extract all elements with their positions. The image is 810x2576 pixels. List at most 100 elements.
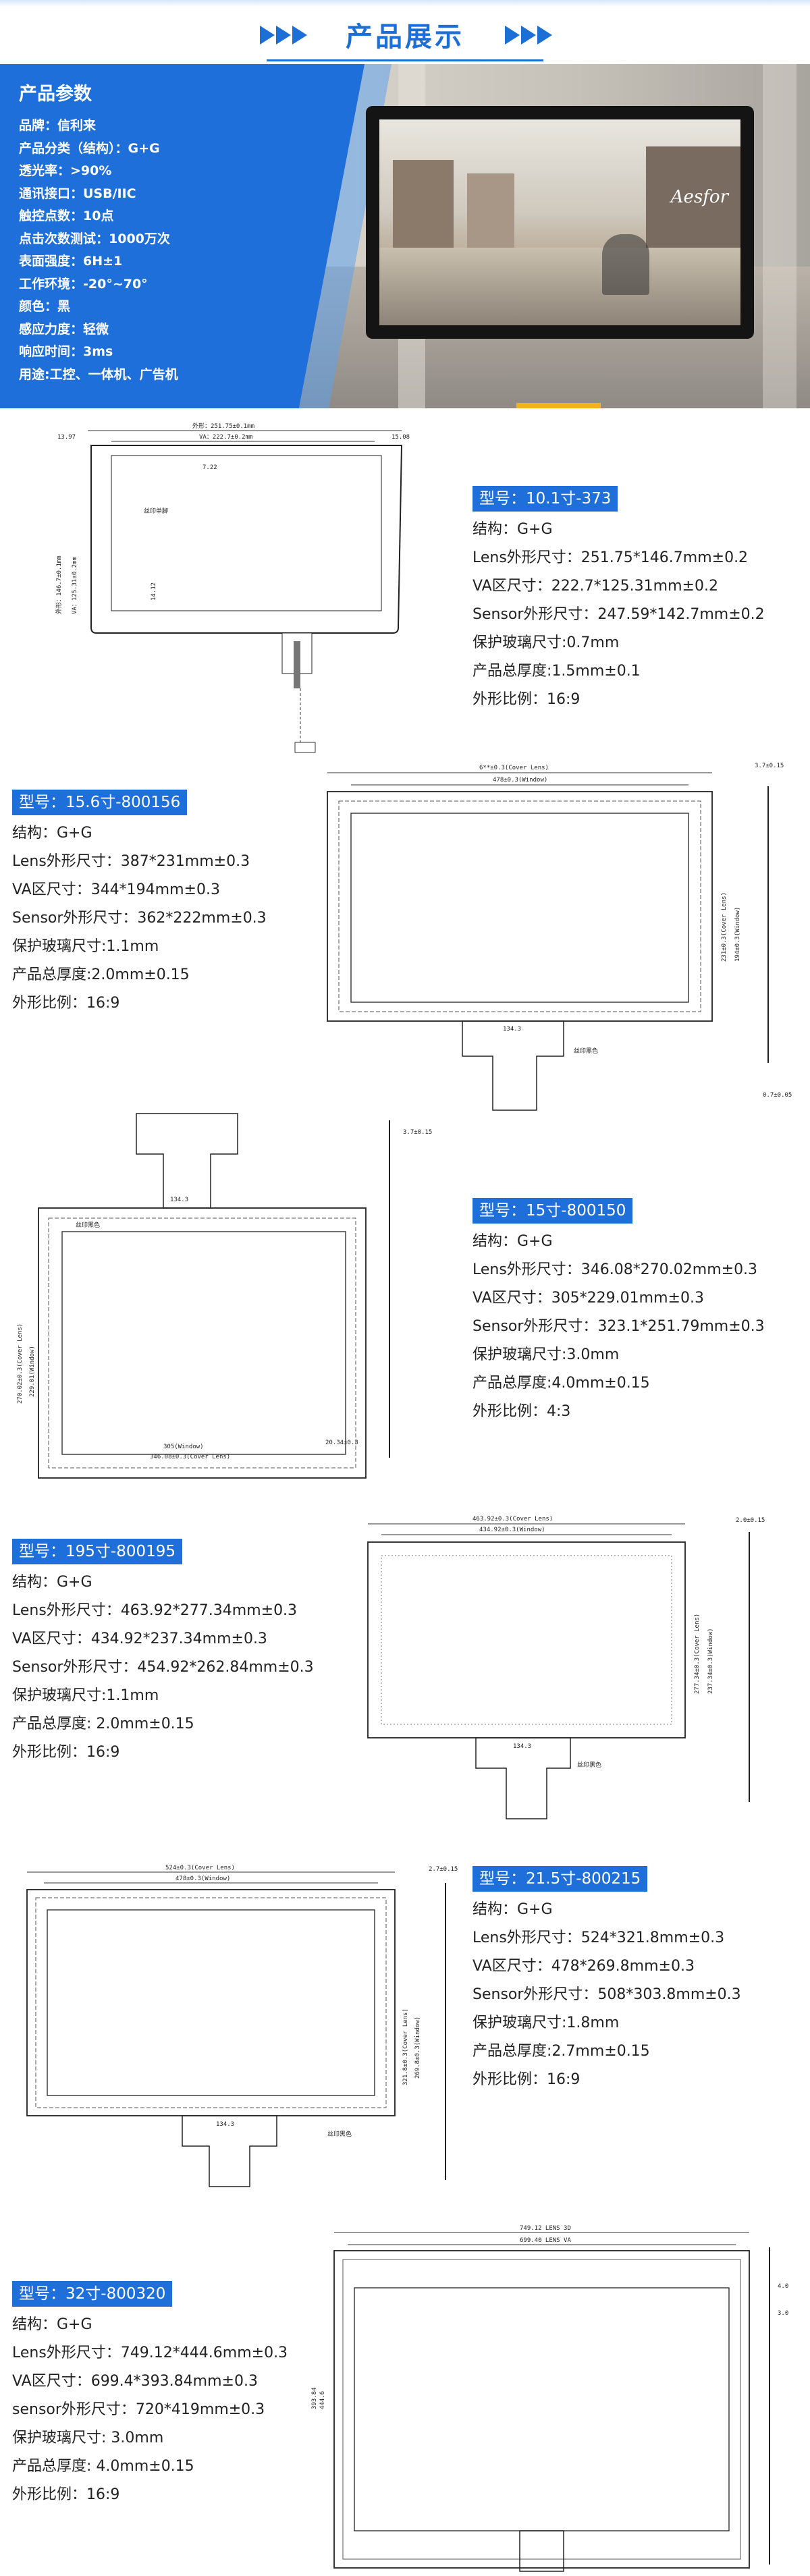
print-label: 丝印黑色 [574,1047,598,1055]
offset-label: 20.34±0.3 [325,1440,358,1446]
model-spec: 产品总厚度:4.0mm±0.15 [473,1375,650,1392]
dim-cover-width: 749.12 LENS 3D [520,2225,571,2232]
dim-outer-height: 外形：146.7±0.1mm [55,555,63,614]
spec-response: 响应时间：3ms [19,344,113,359]
spec-touch-points: 触控点数：10点 [19,209,114,223]
dim-window-width: 305(Window) [163,1444,204,1450]
model-spec: VA区尺寸：222.7*125.31mm±0.2 [473,578,718,595]
spec-structure: 产品分类（结构）：G+G [19,140,160,156]
page-header: 产品展示 [0,0,810,64]
model-10-1: 型号：10.1寸-373 结构：G+G Lens外形尺寸：251.75*146.… [473,486,765,714]
dim-va-width: VA：222.7±0.2mm [199,434,252,441]
dim-cover-height: 277.34±0.3(Cover Lens) [694,1614,701,1694]
model-32: 型号：32寸-800320 结构：G+G Lens外形尺寸：749.12*444… [12,2281,288,2509]
dim-window-width: 434.92±0.3(Window) [479,1527,545,1533]
dim-cover-width: 524±0.3(Cover Lens) [165,1865,235,1871]
model-spec: 结构：G+G [473,521,553,538]
spec-brand: 品牌：信利来 [19,118,97,133]
print-label: 丝印单脚 [144,507,168,515]
drawing-15: 134.3 丝印黑色 305(Window) 346.08±0.3(Cover … [8,1107,440,1485]
spec-title: 产品参数 [19,84,92,105]
model-spec: 外形比例：16:9 [12,1744,120,1761]
model-spec: Sensor外形尺寸：454.92*262.84mm±0.3 [12,1659,314,1676]
model-spec: 结构：G+G [12,825,92,842]
dim-window-height: 229.01(Window) [29,1346,36,1397]
dim-cover-width: 6**±0.3(Cover Lens) [479,765,549,771]
spec-hardness: 表面强度：6H±1 [19,254,123,269]
dim-cover-height: 321.8±0.3(Cover Lens) [402,2008,409,2085]
dim-window-width: 478±0.3(Window) [176,1875,230,1882]
model-spec: 外形比例：4:3 [473,1403,571,1420]
drawing-10-1: 外形：251.75±0.1mm VA：222.7±0.2mm 13.97 15.… [10,418,456,769]
dim-cover-width: 346.08±0.3(Cover Lens) [150,1454,230,1460]
tail-width: 134.3 [503,1026,521,1033]
model-spec: VA区尺寸：305*229.01mm±0.3 [473,1290,704,1307]
thickness-bottom: 3.0 [778,2310,788,2317]
model-spec: Sensor外形尺寸：362*222mm±0.3 [12,910,267,927]
model-spec: 外形比例：16:9 [12,995,120,1012]
model-spec: Lens外形尺寸：749.12*444.6mm±0.3 [12,2345,288,2361]
chevron-right-icon [505,26,552,45]
dim-window-height: 393.84 [311,2387,318,2409]
model-spec: Sensor外形尺寸：247.59*142.7mm±0.2 [473,606,765,623]
drawing-195: 463.92±0.3(Cover Lens) 434.92±0.3(Window… [344,1512,803,1836]
model-spec: 外形比例：16:9 [473,691,580,708]
chevron-left-icon [260,26,307,45]
model-tag: 型号：15寸-800150 [473,1198,633,1224]
thickness-top: 3.7±0.15 [403,1129,432,1136]
model-15-6: 型号：15.6寸-800156 结构：G+G Lens外形尺寸：387*231m… [12,790,267,1018]
model-tag: 型号：10.1寸-373 [473,486,618,512]
thickness-top: 2.0±0.15 [736,1517,765,1524]
model-15: 型号：15寸-800150 结构：G+G Lens外形尺寸：346.08*270… [473,1198,765,1426]
model-spec: 结构：G+G [473,1233,553,1250]
spec-force: 感应力度：轻微 [19,321,109,337]
drawing-32: 749.12 LENS 3D 699.40 LENS VA 444.6 393.… [297,2220,810,2575]
dim-cover-height: 270.02±0.3(Cover Lens) [17,1323,24,1404]
print-label: 丝印黑色 [327,2130,352,2138]
model-tag: 型号：15.6寸-800156 [12,790,188,815]
model-spec: 产品总厚度:1.5mm±0.1 [473,663,641,680]
title-underline [267,59,543,61]
tail-width: 134.3 [170,1197,188,1203]
model-spec: 产品总厚度:2.7mm±0.15 [473,2043,650,2060]
model-spec: 产品总厚度: 4.0mm±0.15 [12,2458,194,2475]
drawing-21-5: 524±0.3(Cover Lens) 478±0.3(Window) 321.… [10,1863,469,2193]
model-spec: 保护玻璃尺寸:3.0mm [473,1346,620,1363]
dim-window-width: 699.40 LENS VA [520,2237,571,2244]
dim-window-height: 194±0.3(Window) [734,907,741,962]
shoppers-image [602,234,649,295]
model-spec: 产品总厚度:2.0mm±0.15 [12,966,190,983]
model-spec: Lens外形尺寸：387*231mm±0.3 [12,853,250,870]
dim-window-height: 237.34±0.3(Window) [707,1628,714,1694]
model-spec: Lens外形尺寸：251.75*146.7mm±0.2 [473,549,749,566]
mall-floor [379,248,740,325]
tail-width: 134.3 [216,2121,234,2128]
model-spec: 保护玻璃尺寸:1.1mm [12,938,159,955]
model-spec: Lens外形尺寸：524*321.8mm±0.3 [473,1929,725,1946]
thickness-top: 3.7±0.15 [755,763,784,769]
mall-store [393,160,454,261]
banner-panel [0,64,364,408]
spec-usage: 用途:工控、一体机、广告机 [19,366,178,382]
fpc-cable [516,403,601,408]
print-label: 丝印黑色 [577,1761,601,1769]
model-spec: 结构：G+G [12,1574,92,1591]
model-spec: 结构：G+G [12,2316,92,2333]
dim-7-22: 7.22 [202,464,217,471]
dim-window-height: 269.8±0.3(Window) [414,2017,421,2079]
model-tag: 型号：21.5寸-800215 [473,1866,648,1892]
model-spec: Sensor外形尺寸：508*303.8mm±0.3 [473,1986,741,2003]
dim-cover-width: 463.92±0.3(Cover Lens) [473,1516,553,1523]
model-tag: 型号：32寸-800320 [12,2281,173,2307]
touch-monitor-image: Aesfor [366,106,754,339]
mall-store [467,173,514,248]
page-title: 产品展示 [346,22,464,53]
dim-outer-width: 外形：251.75±0.1mm [192,422,254,430]
model-spec: Lens外形尺寸：463.92*277.34mm±0.3 [12,1602,298,1619]
mall-store [646,146,740,261]
spec-transmittance: 透光率：>90% [19,163,112,178]
model-spec: sensor外形尺寸：720*419mm±0.3 [12,2401,265,2418]
model-spec: 外形比例：16:9 [473,2071,580,2088]
thickness-top: 4.0 [778,2283,788,2290]
header-top-line [0,0,810,7]
